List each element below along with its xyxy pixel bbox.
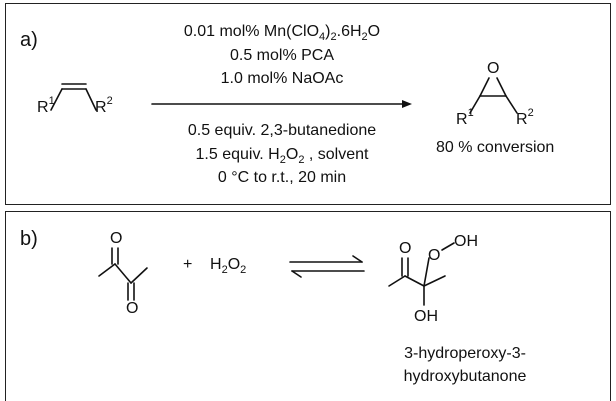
product-name-line2: hydroxybutanone xyxy=(403,368,527,385)
reagent-naoac: 1.0 mol% NaOAc xyxy=(220,70,344,87)
product-name-line1: 3-hydroperoxy-3- xyxy=(404,345,526,362)
panel-b xyxy=(5,211,611,401)
reagent-pca: 0.5 mol% PCA xyxy=(229,47,335,64)
reaction-conditions: 0 °C to r.t., 20 min xyxy=(217,169,347,186)
panel-a xyxy=(5,3,611,205)
reagent-mn-catalyst: 0.01 mol% Mn(ClO4)2.6H2O xyxy=(183,23,381,43)
product-hydroxyl-oh: OH xyxy=(414,308,438,325)
equilibrium-arrows xyxy=(289,255,365,278)
reagent-butanedione: 0.5 equiv. 2,3-butanedione xyxy=(187,122,377,139)
conversion-result: 80 % conversion xyxy=(436,139,555,156)
alkene-r2-label: R2 xyxy=(95,95,113,117)
alkene-r1-label: R1 xyxy=(37,95,55,117)
epoxide-r1-label: R1 xyxy=(456,107,474,129)
reaction-arrow xyxy=(151,100,412,108)
epoxide-oxygen: O xyxy=(487,60,500,77)
reagent-h2o2-solvent: 1.5 equiv. H2O2 , solvent xyxy=(195,146,369,166)
product-ketone-oxygen: O xyxy=(399,240,412,257)
panel-a-label: a) xyxy=(20,29,38,51)
hydrogen-peroxide: H2O2 xyxy=(210,256,247,276)
plus-sign: + xyxy=(183,256,193,273)
epoxide-r2-label: R2 xyxy=(516,107,534,129)
panel-b-label: b) xyxy=(20,228,38,250)
product-peroxy-oh: OH xyxy=(454,233,478,250)
product-peroxy-oxygen: O xyxy=(428,247,441,264)
butanedione-structure xyxy=(98,247,148,301)
epoxide-structure xyxy=(469,77,518,114)
alkene-structure xyxy=(50,83,97,111)
diketone-oxygen-top: O xyxy=(110,230,123,247)
hydroperoxy-product-structure xyxy=(388,242,455,306)
diketone-oxygen-bottom: O xyxy=(126,300,139,317)
